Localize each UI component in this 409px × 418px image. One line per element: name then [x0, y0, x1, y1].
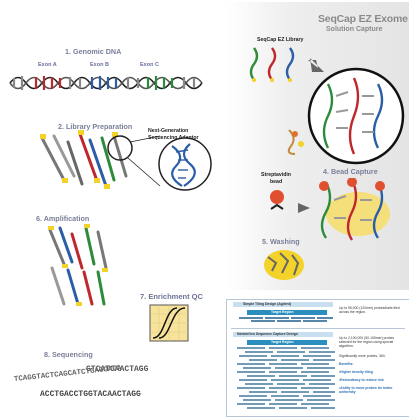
step-4-label: 4. Bead Capture: [323, 167, 378, 176]
nimblegen-desc: Up to 2,100,000 (50-105mer) probes selec…: [339, 336, 395, 349]
panel-subtitle: Solution Capture: [326, 26, 383, 33]
exon-a-label: Exon A: [38, 62, 57, 68]
genomic-dna-helix: [9, 76, 203, 90]
sequence-read-2: TCAGGTACTCAGCATCTCAGGAGA: [13, 364, 122, 384]
amplification-illustration: [48, 224, 108, 306]
bead-capture-illustration: [319, 178, 390, 241]
nimblegen-probe-count: Significantly more probes, 36X.: [339, 354, 386, 358]
sequence-read-1: GTCATCAACTAGG: [86, 365, 149, 374]
exon-b-label: Exon B: [90, 62, 109, 68]
nimblegen-header: [233, 332, 333, 337]
benefits-title: Benefits:: [339, 362, 354, 366]
probe-hybridization-icon: [287, 129, 304, 155]
probe-design-comparison: Simple Tiling Design (Agilent) Target Re…: [226, 299, 409, 417]
library-fragments-illustration: [40, 130, 212, 191]
arrow-icon: [298, 203, 310, 213]
target-region-label-2: Target Region: [271, 340, 294, 344]
step-7-label: 7. Enrichment QC: [140, 292, 203, 301]
target-region-bar-2: [247, 340, 327, 345]
tiling-probes: [239, 317, 333, 322]
bead-label-line1: Streptavidin: [261, 172, 291, 178]
benefit-2: •Redundancy to reduce risk: [339, 378, 384, 382]
library-probes: [249, 47, 295, 82]
target-region-bar: [247, 310, 327, 315]
simple-tiling-title: Simple Tiling Design (Agilent): [243, 302, 291, 306]
bead-label-line2: bead: [270, 179, 283, 185]
step-1-label: 1. Genomic DNA: [65, 47, 122, 56]
dense-probes: [237, 347, 335, 409]
nimblegen-title: NimbleGen Sequence Capture Design: [237, 332, 298, 336]
washing-illustration: [264, 250, 304, 280]
step-2-label: 2. Library Preparation: [58, 122, 133, 131]
adaptor-label-line2: Sequencing Adaptor: [148, 135, 199, 141]
simple-tiling-desc: Up to 55,000 (120mer) probes/baits tiled…: [339, 306, 400, 315]
divider: [231, 328, 405, 329]
arrow-icon: [308, 58, 324, 72]
step-6-label: 6. Amplification: [36, 214, 90, 223]
step-8-label: 8. Sequencing: [44, 350, 93, 359]
benefit-3: •Ability to move probes for better unifo…: [339, 386, 393, 395]
target-region-label: Target Region: [271, 310, 294, 314]
simple-tiling-header: [233, 302, 333, 307]
exon-c-label: Exon C: [140, 62, 159, 68]
streptavidin-bead-icon: [270, 190, 284, 210]
adaptor-label-line1: Next-Generation: [148, 128, 189, 134]
library-label: SeqCap EZ Library: [257, 37, 304, 43]
sequence-read-3: ACCTGACCTGGTACAACTAGG: [40, 390, 141, 399]
step-5-label: 5. Washing: [262, 237, 300, 246]
hybridization-zoom-illustration: [307, 67, 405, 165]
enrichment-qc-plot: [149, 304, 189, 342]
benefit-1: •Higher density tiling: [339, 370, 373, 374]
panel-title: SeqCap EZ Exome: [318, 13, 408, 25]
